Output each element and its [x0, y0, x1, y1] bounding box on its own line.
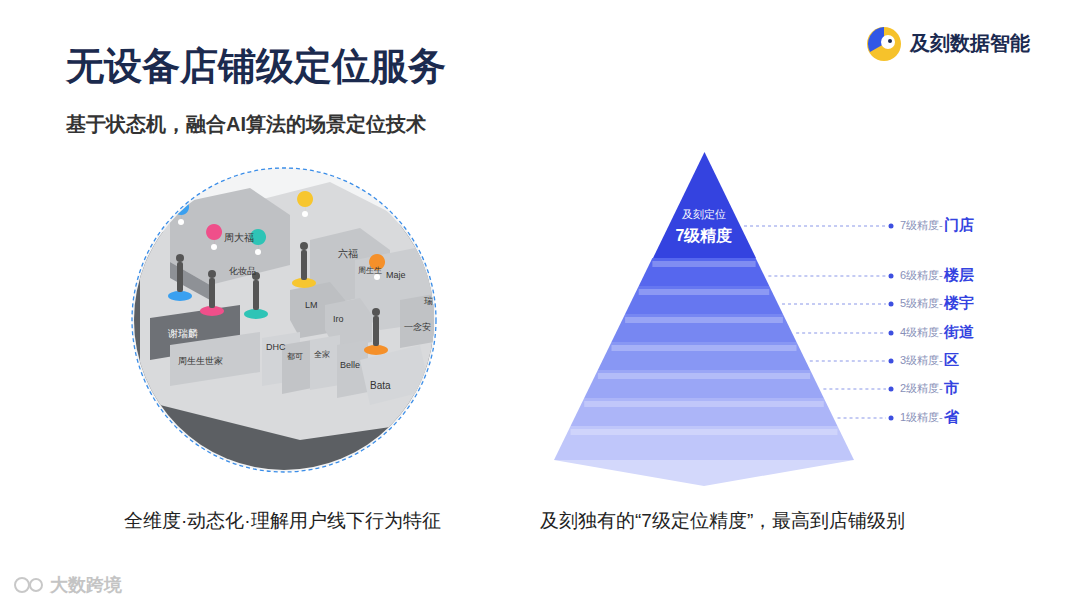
- pyramid-band: [598, 342, 810, 370]
- leader-line: [810, 361, 886, 362]
- store-name: DHC: [266, 342, 286, 353]
- apex-heading: 7级精度: [653, 226, 756, 245]
- band-shade: [584, 401, 824, 407]
- store-name: 六福: [338, 248, 358, 260]
- mall-map: [130, 168, 450, 472]
- leader-dot: [889, 302, 894, 307]
- caption: 全维度·动态化·理解用户线下行为特征: [124, 510, 441, 533]
- level-name: 省: [944, 408, 959, 426]
- leader-dot: [889, 224, 894, 229]
- level-prefix: 5级精度-: [900, 297, 943, 310]
- store-name: 全家: [314, 350, 330, 360]
- subtitle: 基于状态机，融合AI算法的场景定位技术: [66, 112, 426, 136]
- level-name: 楼宇: [944, 294, 974, 312]
- pyramid-band: [639, 258, 770, 286]
- store-name: 周生生世家: [178, 356, 223, 367]
- pyramid-band: [584, 370, 824, 398]
- band-shade: [611, 345, 796, 351]
- logo-icon: [867, 27, 901, 61]
- store-name: 都可: [287, 352, 303, 362]
- watermark: 大数跨境: [50, 575, 122, 597]
- band-shade: [625, 317, 783, 323]
- band-shade: [639, 289, 770, 295]
- leader-dot: [889, 416, 894, 421]
- leader-dot: [889, 387, 894, 392]
- store-name: Maje: [386, 270, 406, 281]
- leader-line: [838, 418, 886, 419]
- watermark-icon: [15, 578, 42, 592]
- store-name: 谢瑞麟: [168, 328, 198, 340]
- leader-line: [744, 226, 886, 227]
- pyramid-band: [625, 286, 783, 314]
- store-name: Bata: [370, 380, 391, 392]
- level-name: 门店: [944, 216, 974, 234]
- caption: 及刻独有的“7级定位精度”，最高到店铺级别: [540, 510, 905, 533]
- store-name: Iro: [333, 314, 344, 325]
- store-name: LM: [305, 300, 318, 311]
- leader-lines: [744, 224, 893, 421]
- store-name: Belle: [340, 360, 360, 371]
- leader-line: [768, 276, 886, 277]
- leader-dot: [889, 331, 894, 336]
- leader-line: [823, 389, 886, 390]
- leader-line: [782, 304, 886, 305]
- apex-subtext: 及刻定位: [653, 208, 756, 221]
- level-prefix: 2级精度-: [900, 382, 943, 395]
- pyramid-bands: [554, 258, 854, 486]
- logo-text: 及刻数据智能: [910, 31, 1030, 55]
- band-shade: [598, 373, 810, 379]
- level-name: 街道: [944, 323, 974, 341]
- level-prefix: 1级精度-: [900, 411, 943, 424]
- store-name: 一念安: [404, 322, 431, 333]
- leader-line: [796, 333, 886, 334]
- apex-triangle: 及刻定位 7级精度: [653, 152, 756, 258]
- apex-fill: [653, 152, 756, 258]
- level-name: 楼层: [944, 266, 974, 284]
- store-name: 化妆品: [229, 266, 256, 277]
- level-name: 市: [944, 379, 959, 397]
- store-name: 周大福: [224, 232, 254, 244]
- leader-dot: [889, 274, 894, 279]
- pyramid-base: [554, 460, 854, 486]
- pyramid-band: [571, 398, 838, 426]
- band-shade: [571, 429, 838, 435]
- level-name: 区: [944, 351, 959, 369]
- level-prefix: 3级精度-: [900, 354, 943, 367]
- leader-dot: [889, 359, 894, 364]
- level-prefix: 4级精度-: [900, 326, 943, 339]
- store-name: 周生生: [358, 266, 382, 276]
- pyramid-band: [554, 426, 854, 460]
- band-shade: [652, 261, 755, 267]
- slide-title: 无设备店铺级定位服务: [66, 44, 446, 90]
- level-prefix: 6级精度-: [900, 269, 943, 282]
- store-name: 瑞: [424, 296, 433, 307]
- level-prefix: 7级精度-: [900, 219, 943, 232]
- pyramid-band: [611, 314, 796, 342]
